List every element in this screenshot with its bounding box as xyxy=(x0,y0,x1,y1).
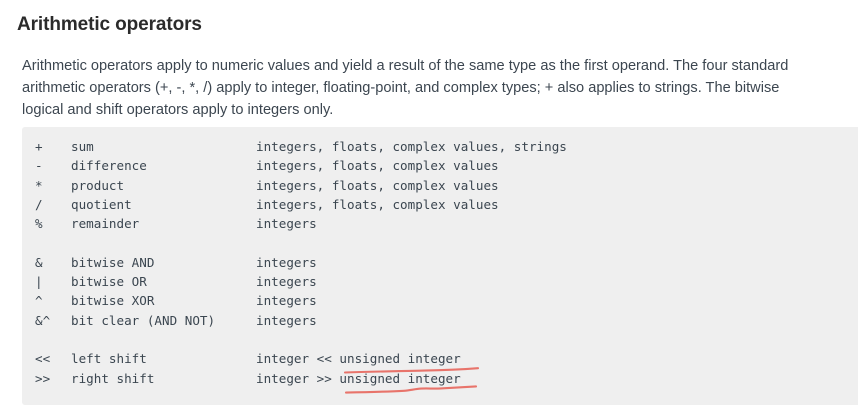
operator-types: integers, floats, complex values xyxy=(256,196,499,212)
operators-code-block: + sum integers, floats, complex values, st… xyxy=(22,127,858,405)
operator-symbol: / xyxy=(35,196,43,212)
operator-row: + sum integers, floats, complex values, st… xyxy=(35,137,567,156)
operator-name: bitwise XOR xyxy=(71,293,155,309)
operator-types: integer >> unsigned integer xyxy=(256,370,461,386)
operator-types: integers xyxy=(256,254,317,270)
operator-row: * product integers, floats, complex values xyxy=(35,176,567,195)
operator-symbol: - xyxy=(35,158,43,174)
operator-types: integers, floats, complex values, string… xyxy=(256,139,567,154)
intro-paragraph: Arithmetic operators apply to numeric va… xyxy=(22,57,789,118)
operator-types: integer << unsigned integer xyxy=(256,351,461,367)
operator-row: | bitwise OR integers xyxy=(35,272,567,291)
operator-row: &^ bit clear (AND NOT) integers xyxy=(35,311,567,330)
operator-symbol: + xyxy=(35,139,43,154)
operator-row: >> right shift integer >> unsigned integer xyxy=(35,369,567,388)
operator-symbol: % xyxy=(35,216,43,232)
operator-name: bitwise OR xyxy=(71,274,147,290)
operator-row: / quotient integers, floats, complex value… xyxy=(35,195,567,214)
operator-name: sum xyxy=(71,139,94,154)
operator-types: integers xyxy=(256,216,317,232)
operator-name: product xyxy=(71,177,125,193)
operator-row: % remainder integers xyxy=(35,214,567,233)
operator-name: bitwise AND xyxy=(71,254,155,270)
operator-name: bit clear (AND NOT) xyxy=(71,312,216,328)
page-title: Arithmetic operators xyxy=(17,13,202,35)
operator-symbol: &^ xyxy=(35,312,51,328)
operator-name: quotient xyxy=(71,196,132,212)
operator-types: integers xyxy=(256,312,317,328)
operator-name: left shift xyxy=(71,351,147,367)
operator-name: difference xyxy=(71,158,147,174)
code-blank-line xyxy=(35,233,567,252)
operator-symbol: & xyxy=(35,254,43,270)
code-blank-line xyxy=(35,330,567,349)
operator-name: remainder xyxy=(71,216,140,232)
operator-symbol: >> xyxy=(35,370,51,386)
operator-row: ^ bitwise XOR integers xyxy=(35,291,567,310)
operator-types: integers, floats, complex values xyxy=(256,158,499,174)
operator-symbol: ^ xyxy=(35,293,43,309)
operator-types: integers, floats, complex values xyxy=(256,177,499,193)
operator-types: integers xyxy=(256,274,317,290)
operator-symbol: << xyxy=(35,351,51,367)
operator-row: << left shift integer << unsigned integer xyxy=(35,349,567,368)
operator-types: integers xyxy=(256,293,317,309)
operators-table: + sum integers, floats, complex values, st… xyxy=(35,137,567,388)
operator-row: - difference integers, floats, complex val… xyxy=(35,156,567,175)
operator-symbol: * xyxy=(35,177,43,193)
operator-symbol: | xyxy=(35,274,43,290)
operator-row: & bitwise AND integers xyxy=(35,253,567,272)
operator-name: right shift xyxy=(71,370,155,386)
